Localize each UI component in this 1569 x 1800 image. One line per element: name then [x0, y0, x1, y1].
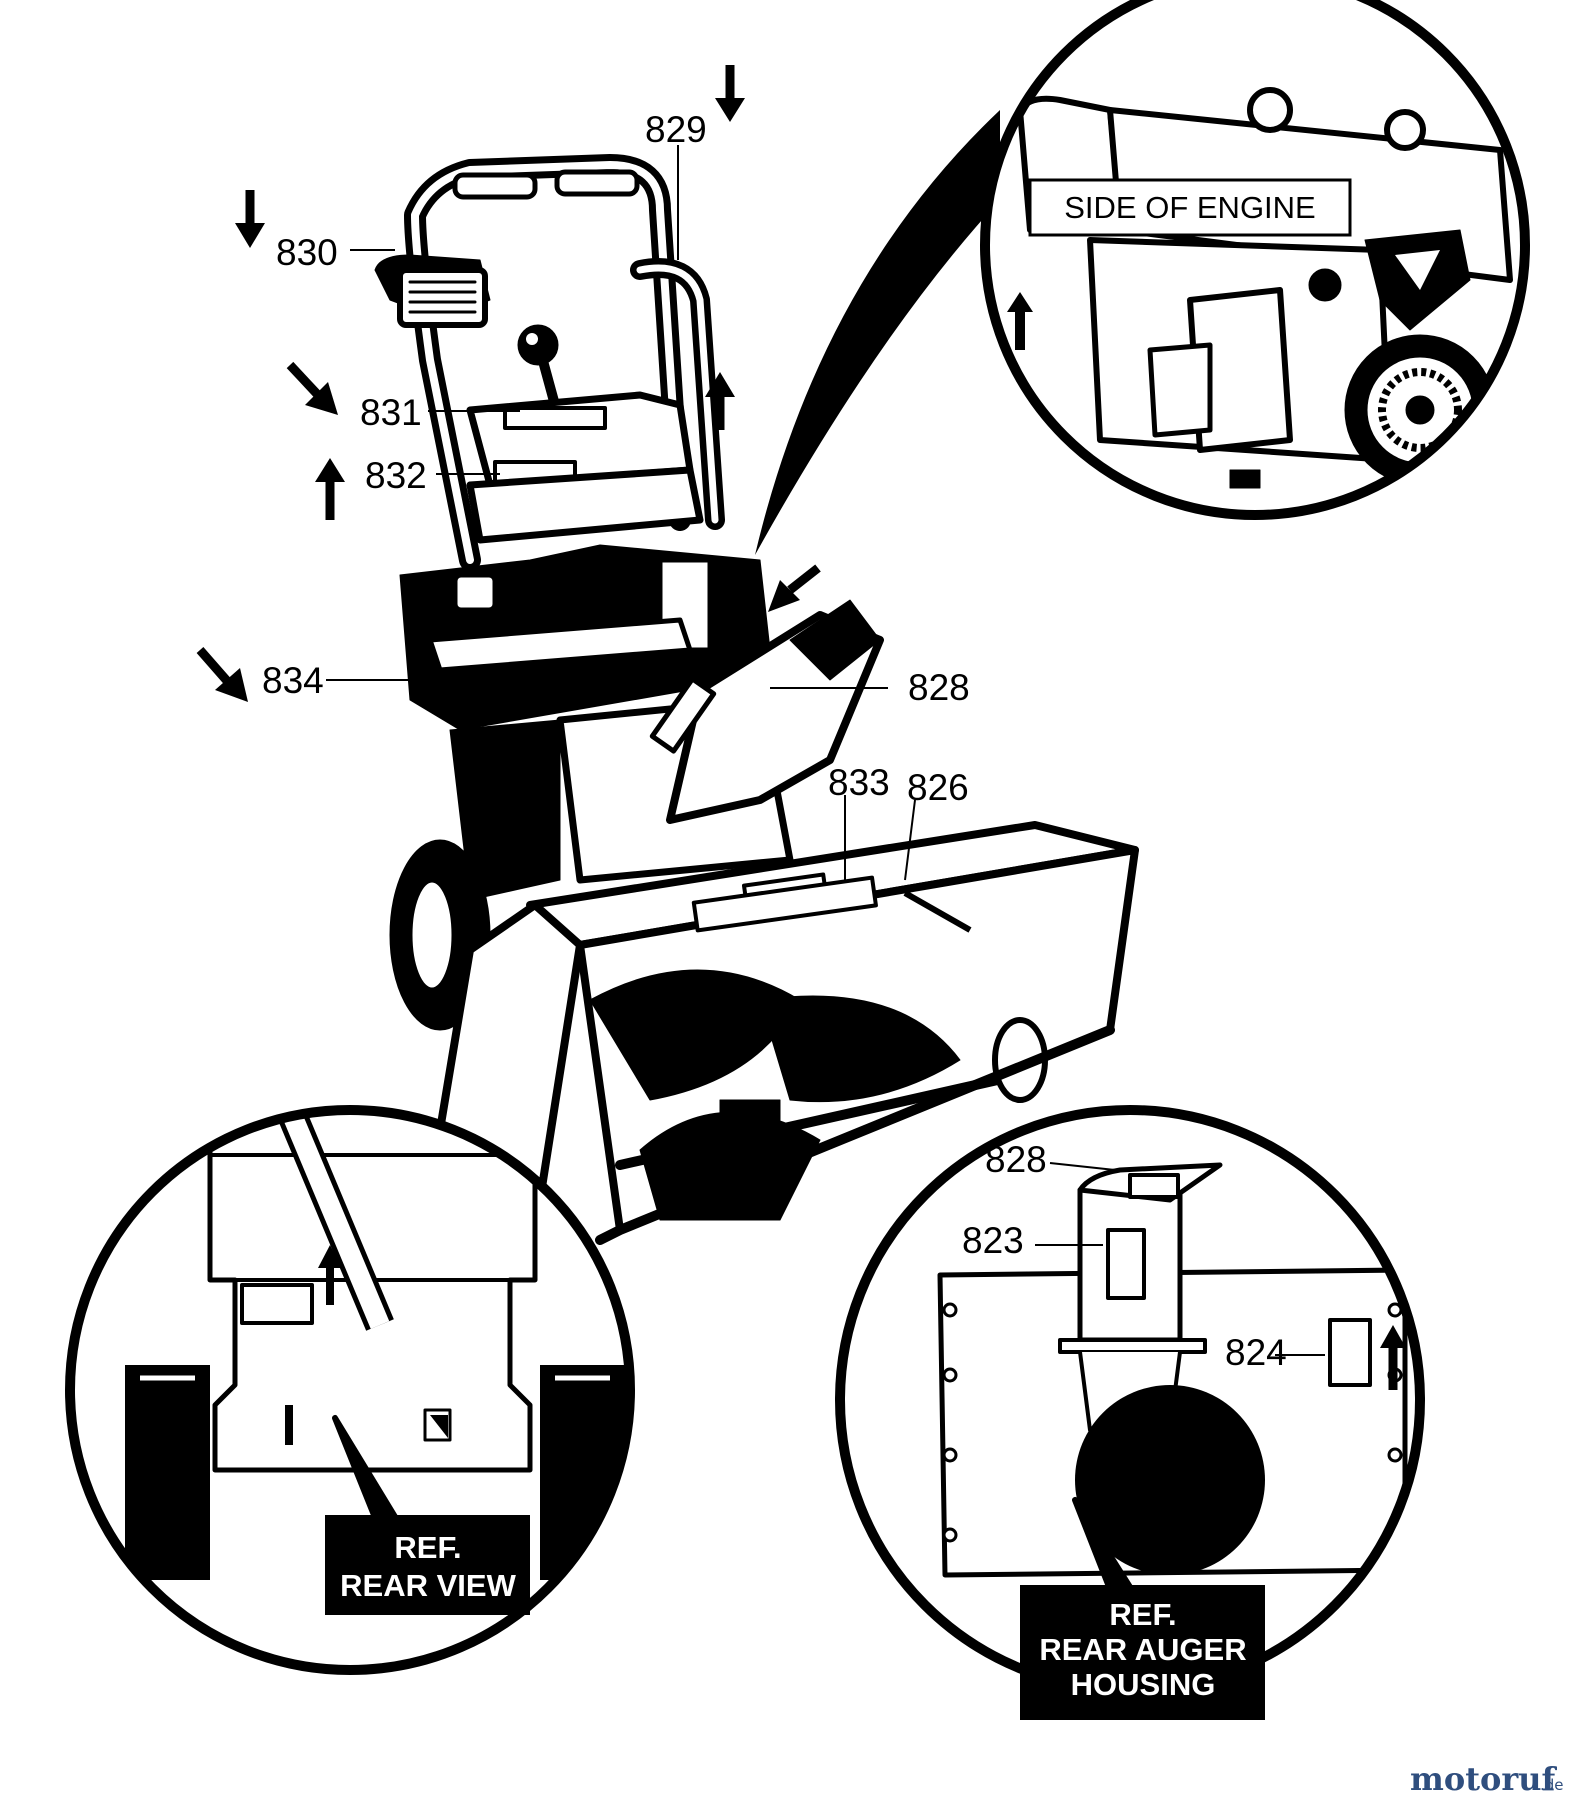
- label-823: [1106, 1228, 1146, 1300]
- leader-lines: [326, 145, 916, 881]
- callout-829: 829: [645, 109, 707, 150]
- callout-830: 830: [276, 232, 338, 273]
- rear-auger-inset: REF. REAR AUGER HOUSING 828 823 824: [835, 1105, 1425, 1720]
- engine-inset: SIDE OF ENGINE: [755, 0, 1530, 555]
- headlight-lens: [397, 267, 488, 328]
- engine-inset-pointer: [755, 110, 1000, 555]
- auger-housing-side-left: [436, 901, 584, 1204]
- label-831: [503, 406, 607, 430]
- rear-view-caption-line-2: REAR VIEW: [340, 1568, 516, 1603]
- rear-view-inset-frame: [65, 1105, 635, 1675]
- watermark: motoruf .de: [1410, 1760, 1564, 1798]
- label-826: [691, 875, 878, 933]
- chute-spring: [649, 676, 717, 754]
- callout-numbers: 829 830 831 832 834 828 833 826: [262, 109, 970, 808]
- auger-opening: [1075, 1385, 1265, 1575]
- rear-auger-caption-box: [1020, 1585, 1265, 1720]
- oil-cap: [1384, 109, 1426, 151]
- callout-831: 831: [360, 392, 422, 433]
- watermark-text: motoruf: [1410, 1760, 1557, 1798]
- snow-thrower-illustration: [374, 154, 1139, 1245]
- shift-knob: [517, 324, 559, 366]
- rear-auger-caption-line-3: HOUSING: [1071, 1667, 1216, 1702]
- handle-grip-right: [554, 169, 640, 197]
- callout-824: 824: [1225, 1332, 1287, 1373]
- callout-823: 823: [962, 1220, 1024, 1261]
- rear-view-caption-line-1: REF.: [394, 1530, 461, 1565]
- watermark-suffix: .de: [1540, 1776, 1564, 1794]
- label-824: [1328, 1318, 1372, 1387]
- location-arrows: [196, 65, 972, 933]
- rear-auger-caption-line-1: REF.: [1109, 1597, 1176, 1632]
- engine-inset-frame: [980, 0, 1530, 520]
- rear-auger-caption-line-2: REAR AUGER: [1039, 1632, 1246, 1667]
- callout-833: 833: [828, 762, 890, 803]
- frame: [449, 719, 561, 901]
- rear-view-caption-box: [325, 1515, 530, 1615]
- callout-828-inset: 828: [985, 1139, 1047, 1180]
- fuel-cap: [1247, 87, 1293, 133]
- handle-grip-left: [452, 172, 538, 200]
- callout-832: 832: [365, 455, 427, 496]
- rear-label: [240, 1283, 314, 1325]
- engine-label-text: SIDE OF ENGINE: [1064, 190, 1315, 225]
- callout-834: 834: [262, 660, 324, 701]
- rear-wheel-left: [125, 1365, 210, 1580]
- callout-826: 826: [907, 767, 969, 808]
- auger-blade-2: [759, 995, 961, 1103]
- rear-view-inset: REF. REAR VIEW: [65, 1105, 635, 1675]
- engine-label-box: [1028, 178, 1352, 237]
- callout-828: 828: [908, 667, 970, 708]
